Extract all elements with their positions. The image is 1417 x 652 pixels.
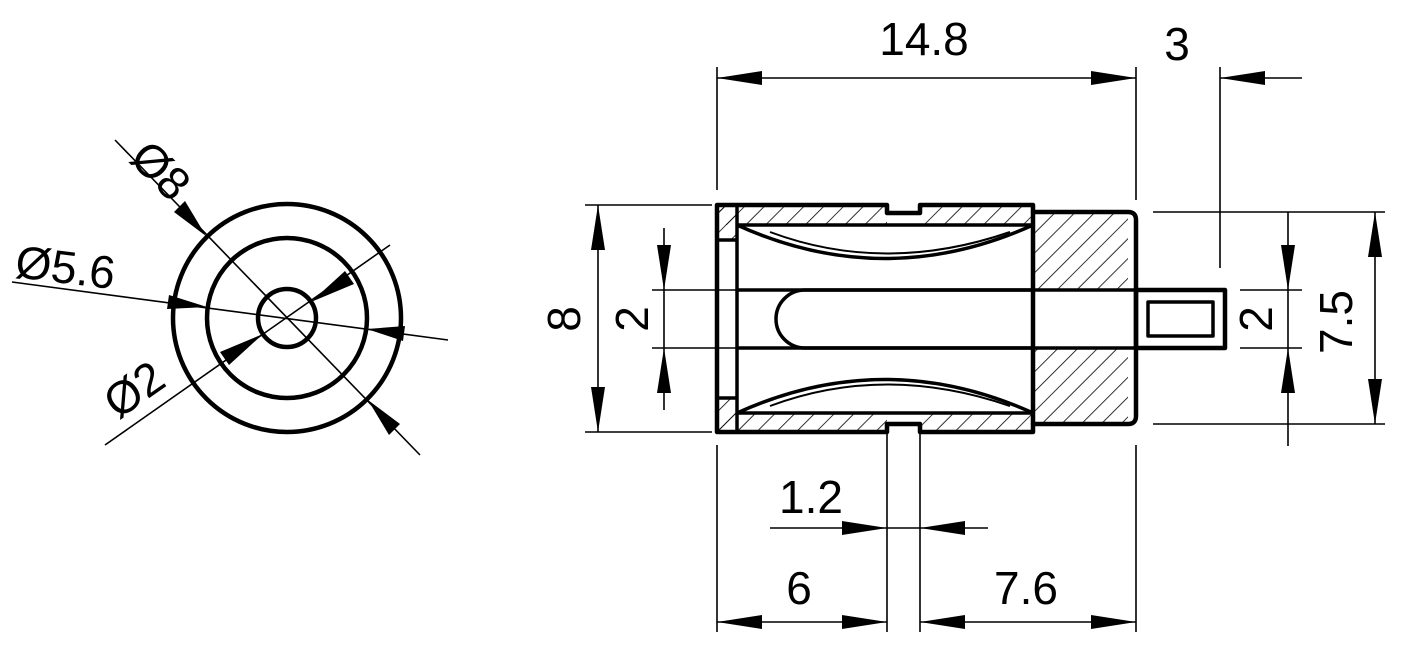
outer-height-label: 8: [538, 306, 590, 332]
slot: [774, 288, 1033, 350]
middle-circle: [204, 235, 370, 401]
outer-circle: [170, 201, 404, 435]
outer-diameter-leader: [114, 139, 421, 456]
inner-diameter-label: Ø2: [94, 350, 174, 428]
inner-diameter-arrow-top: [311, 271, 354, 302]
inner-circle: [255, 286, 319, 350]
end-view: Ø8 Ø5.6 Ø2: [11, 130, 449, 456]
pin-length-label: 3: [1164, 18, 1190, 70]
middle-diameter-arrow-right: [367, 326, 405, 341]
flange-hatch-top: [1033, 212, 1128, 290]
bottom-wall-hatch-right: [920, 413, 1033, 432]
spring-contact-top: [736, 223, 1034, 261]
groove-width-label: 1.2: [779, 471, 843, 523]
outer-diameter-arrow-top: [174, 201, 206, 236]
inner-diameter-arrow-bottom: [220, 334, 263, 365]
outer-diameter-label: Ø8: [121, 130, 201, 210]
flange-hatch-bottom: [1033, 348, 1128, 424]
pin-height-label: 2: [1230, 306, 1282, 332]
middle-diameter-arrow-left: [167, 295, 207, 309]
top-wall-hatch-left: [717, 205, 887, 225]
pin-inner: [1146, 300, 1215, 338]
slot-height-label: 2: [606, 306, 658, 332]
total-length-label: 14.8: [879, 13, 969, 65]
groove-to-right-label: 7.6: [994, 562, 1058, 614]
left-cap-hatch-top: [717, 205, 737, 240]
flange-height-label: 7.5: [1310, 290, 1362, 354]
outer-diameter-arrow-bottom: [368, 400, 400, 435]
side-view: 14.8 3 8 2 2 7.5: [538, 13, 1385, 632]
pin-outline: [1133, 287, 1228, 351]
spring-contact-bottom: [736, 377, 1034, 415]
middle-diameter-label: Ø5.6: [13, 235, 118, 299]
left-to-groove-label: 6: [786, 562, 812, 614]
bottom-wall-hatch-left: [717, 413, 887, 432]
spring-contact-top-inner: [769, 231, 1011, 255]
spring-contact-bottom-inner: [769, 383, 1011, 407]
top-wall-hatch-right: [920, 205, 1033, 225]
left-cap-hatch-bottom: [717, 398, 737, 432]
